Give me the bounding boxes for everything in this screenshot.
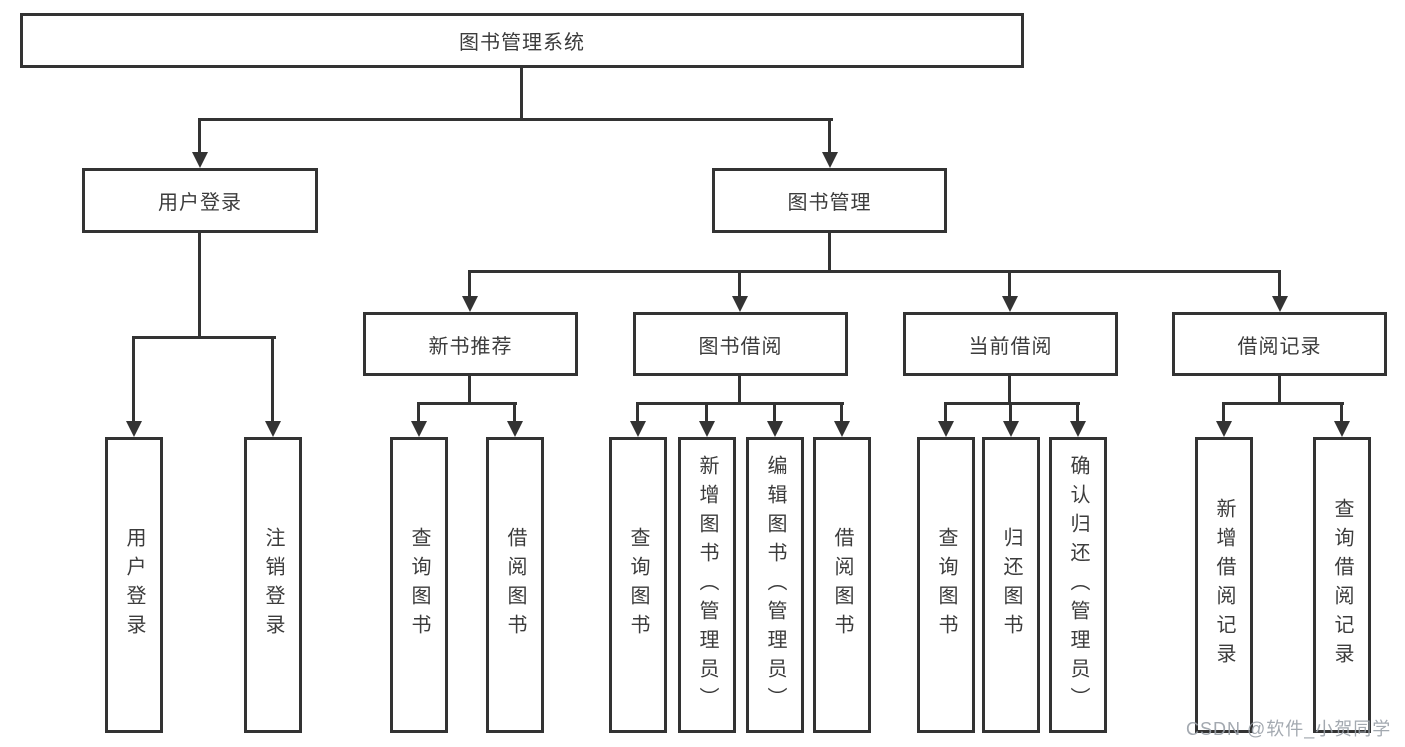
arrow-down-icon (1216, 421, 1232, 437)
arrow-down-icon (1003, 421, 1019, 437)
connector-line (271, 336, 274, 423)
arrow-down-icon (822, 152, 838, 168)
arrow-down-icon (1272, 296, 1288, 312)
connector-line (468, 270, 1281, 273)
arrow-down-icon (126, 421, 142, 437)
connector-line (520, 68, 523, 121)
node-user-login-branch: 用户登录 (82, 168, 318, 233)
node-book-borrowing: 图书借阅 (633, 312, 848, 376)
arrow-down-icon (1334, 421, 1350, 437)
leaf-label: 新增图书（管理员） (696, 454, 718, 716)
arrow-down-icon (192, 152, 208, 168)
leaf-label: 查询借阅记录 (1331, 498, 1353, 672)
connector-line (468, 270, 471, 298)
connector-line (1278, 270, 1281, 298)
leaf-label: 归还图书 (1000, 527, 1022, 643)
leaf-borrow-books: 借阅图书 (813, 437, 871, 733)
connector-line (738, 270, 741, 298)
leaf-add-borrow-record: 新增借阅记录 (1195, 437, 1253, 733)
leaf-logout: 注销登录 (244, 437, 302, 733)
arrow-down-icon (630, 421, 646, 437)
arrow-down-icon (411, 421, 427, 437)
arrow-down-icon (265, 421, 281, 437)
watermark: CSDN @软件_小贺同学 (1186, 719, 1392, 739)
connector-line (132, 336, 276, 339)
arrow-down-icon (834, 421, 850, 437)
leaf-label: 借阅图书 (831, 527, 853, 643)
connector-line (198, 118, 833, 121)
node-new-book-recommendation: 新书推荐 (363, 312, 578, 376)
leaf-label: 用户登录 (123, 527, 145, 643)
node-current-borrowing: 当前借阅 (903, 312, 1118, 376)
connector-line (773, 402, 776, 423)
connector-line (1278, 376, 1281, 404)
connector-line (1222, 402, 1225, 423)
connector-line (944, 402, 947, 423)
leaf-label: 借阅图书 (504, 527, 526, 643)
arrow-down-icon (507, 421, 523, 437)
connector-line (1340, 402, 1343, 423)
node-library-system: 图书管理系统 (20, 13, 1024, 68)
connector-line (417, 402, 420, 423)
leaf-borrow-books-recommend: 借阅图书 (486, 437, 544, 733)
arrow-down-icon (462, 296, 478, 312)
connector-line (1009, 402, 1012, 423)
leaf-label: 查询图书 (627, 527, 649, 643)
arrow-down-icon (1002, 296, 1018, 312)
leaf-label: 确认归还（管理员） (1067, 454, 1089, 716)
connector-line (705, 402, 708, 423)
arrow-down-icon (699, 421, 715, 437)
leaf-query-books-recommend: 查询图书 (390, 437, 448, 733)
leaf-confirm-return-admin: 确认归还（管理员） (1049, 437, 1107, 733)
arrow-down-icon (938, 421, 954, 437)
node-book-management-branch: 图书管理 (712, 168, 947, 233)
connector-line (132, 336, 135, 423)
connector-line (738, 376, 741, 404)
arrow-down-icon (767, 421, 783, 437)
connector-line (1008, 376, 1011, 404)
leaf-label: 查询图书 (408, 527, 430, 643)
connector-line (1008, 270, 1011, 298)
leaf-query-books-current: 查询图书 (917, 437, 975, 733)
connector-line (828, 233, 831, 273)
connector-line (828, 118, 831, 154)
leaf-return-books: 归还图书 (982, 437, 1040, 733)
leaf-query-borrow-record: 查询借阅记录 (1313, 437, 1371, 733)
connector-line (636, 402, 844, 405)
leaf-edit-book-admin: 编辑图书（管理员） (746, 437, 804, 733)
leaf-user-login: 用户登录 (105, 437, 163, 733)
arrow-down-icon (732, 296, 748, 312)
leaf-add-book-admin: 新增图书（管理员） (678, 437, 736, 733)
connector-line (468, 376, 471, 404)
connector-line (944, 402, 1080, 405)
connector-line (840, 402, 843, 423)
connector-line (417, 402, 517, 405)
leaf-label: 编辑图书（管理员） (764, 454, 786, 716)
leaf-label: 查询图书 (935, 527, 957, 643)
connector-line (1222, 402, 1344, 405)
connector-line (198, 233, 201, 339)
connector-line (1076, 402, 1079, 423)
arrow-down-icon (1070, 421, 1086, 437)
leaf-label: 新增借阅记录 (1213, 498, 1235, 672)
connector-line (198, 118, 201, 154)
leaf-query-books-borrow: 查询图书 (609, 437, 667, 733)
node-borrowing-records: 借阅记录 (1172, 312, 1387, 376)
connector-line (513, 402, 516, 423)
connector-line (636, 402, 639, 423)
leaf-label: 注销登录 (262, 527, 284, 643)
